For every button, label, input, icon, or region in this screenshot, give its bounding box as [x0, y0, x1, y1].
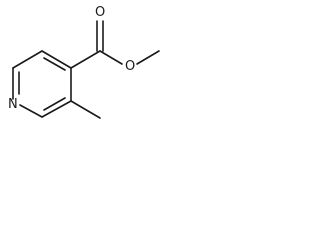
double-bond-inner-c5-c6 — [43, 97, 66, 111]
chemical-structure-diagram: N O O — [8, 5, 160, 119]
bond-c3-c4 — [41, 50, 72, 69]
ester-group — [70, 20, 160, 69]
carbonyl-oxygen-label: O — [95, 5, 105, 20]
bond-ester-o-methyl — [136, 50, 160, 65]
bond-c5-c6 — [41, 100, 72, 118]
bond-c2-c3 — [12, 50, 43, 69]
bond-c4-carbonyl — [70, 50, 101, 69]
bond-carbonyl-ester-o — [99, 50, 123, 65]
ring-nitrogen-label: N — [8, 97, 18, 112]
pyridine-ring — [12, 50, 72, 118]
double-bond-inner-c3-c4 — [43, 57, 66, 71]
methyl-bond — [70, 100, 101, 119]
bond-c6-n — [19, 104, 43, 118]
ester-oxygen-label: O — [125, 59, 135, 74]
